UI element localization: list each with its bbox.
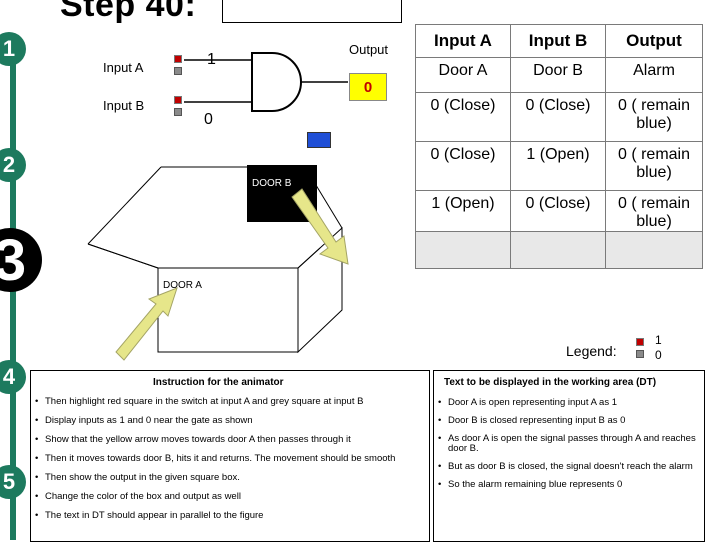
- table-row: 0 (Close) 0 (Close) 0 ( remain blue): [415, 92, 703, 142]
- list-item: The text in DT should appear in parallel…: [35, 511, 427, 522]
- output-box[interactable]: 0: [349, 73, 387, 101]
- switch-red-square: [174, 55, 182, 63]
- table-row: 0 (Close) 1 (Open) 0 ( remain blue): [415, 141, 703, 191]
- table-cell: 0 ( remain blue): [605, 141, 703, 191]
- switch-grey-square: [636, 350, 644, 358]
- door-a-label: DOOR A: [163, 280, 202, 291]
- input-b-label: Input B: [103, 98, 145, 113]
- and-gate-diagram: [184, 52, 348, 112]
- step-1-marker: 1: [0, 32, 26, 66]
- table-cell: 1 (Open): [510, 141, 606, 191]
- list-item: Then highlight red square in the switch …: [35, 397, 427, 408]
- step-3-label: 3: [0, 227, 27, 293]
- list-item: Display inputs as 1 and 0 near the gate …: [35, 416, 427, 427]
- step-2-marker: 2: [0, 148, 26, 182]
- list-item: Door A is open representing input A as 1: [438, 398, 702, 409]
- table-cell: 0 (Close): [415, 92, 511, 142]
- step-3-marker: 3: [0, 227, 42, 293]
- table-cell: 0 (Close): [415, 141, 511, 191]
- arrow-to-door-a: [115, 287, 178, 361]
- arrow-to-door-b: [291, 188, 349, 265]
- legend-zero: 0: [655, 348, 662, 362]
- list-item: Show that the yellow arrow moves towards…: [35, 435, 427, 446]
- step-1-label: 1: [2, 36, 16, 61]
- working-area-panel: Text to be displayed in the working area…: [433, 370, 705, 542]
- animator-list: Then highlight red square in the switch …: [35, 397, 427, 522]
- legend-switch-icon: [636, 338, 644, 360]
- table-cell: [415, 231, 511, 269]
- list-item: But as door B is closed, the signal does…: [438, 462, 702, 473]
- table-cell: Door B: [510, 57, 606, 93]
- switch-grey-square: [174, 108, 182, 116]
- list-item: Then it moves towards door B, hits it an…: [35, 454, 427, 465]
- input-b-value: 0: [204, 111, 213, 128]
- switch-red-square: [174, 96, 182, 104]
- table-row: 1 (Open) 0 (Close) 0 ( remain blue): [415, 190, 703, 232]
- truth-table: Input A Input B Output Door A Door B Ala…: [415, 24, 703, 269]
- table-cell: 0 ( remain blue): [605, 92, 703, 142]
- table-cell: 1 (Open): [415, 190, 511, 232]
- list-item: Change the color of the box and output a…: [35, 492, 427, 503]
- animator-panel: Instruction for the animator Then highli…: [30, 370, 430, 542]
- table-row: [415, 231, 703, 269]
- table-cell: Door A: [415, 57, 511, 93]
- working-area-list: Door A is open representing input A as 1…: [438, 398, 702, 491]
- table-cell: 0 (Close): [510, 190, 606, 232]
- input-a-switch[interactable]: [174, 55, 182, 77]
- input-a-label: Input A: [103, 60, 144, 75]
- step-5-label: 5: [2, 469, 16, 494]
- table-cell: 0 ( remain blue): [605, 190, 703, 232]
- step-4-marker: 4: [0, 360, 26, 394]
- working-area-heading: Text to be displayed in the working area…: [444, 377, 657, 388]
- room-left-back-edge: [87, 166, 162, 245]
- output-value: 0: [363, 78, 373, 96]
- room-top-left-edge: [87, 243, 159, 269]
- legend-one: 1: [655, 333, 662, 347]
- table-cell: Alarm: [605, 57, 703, 93]
- table-header-row: Input A Input B Output: [415, 24, 703, 58]
- table-cell: [510, 231, 606, 269]
- room-diagram: [87, 165, 349, 361]
- input-b-switch[interactable]: [174, 96, 182, 118]
- switch-grey-square: [174, 67, 182, 75]
- step-4-label: 4: [2, 364, 16, 389]
- list-item: As door A is open the signal passes thro…: [438, 434, 702, 454]
- and-gate-icon: [251, 52, 302, 112]
- list-item: So the alarm remaining blue represents 0: [438, 480, 702, 491]
- step-5-marker: 5: [0, 465, 26, 499]
- animator-heading: Instruction for the animator: [153, 377, 284, 388]
- step-2-label: 2: [2, 152, 16, 177]
- table-cell: 0 (Close): [510, 92, 606, 142]
- list-item: Then show the output in the given square…: [35, 473, 427, 484]
- output-label: Output: [349, 42, 389, 57]
- title-box: [222, 0, 402, 23]
- table-header-cell: Input B: [510, 24, 606, 58]
- legend-label: Legend:: [566, 343, 617, 359]
- switch-red-square: [636, 338, 644, 346]
- table-header-cell: Output: [605, 24, 703, 58]
- door-b-label: DOOR B: [252, 178, 292, 189]
- table-header-cell: Input A: [415, 24, 511, 58]
- table-row: Door A Door B Alarm: [415, 57, 703, 93]
- list-item: Door B is closed representing input B as…: [438, 416, 702, 427]
- alarm-blue-square: [307, 132, 331, 148]
- room-top-right-edge: [297, 247, 321, 269]
- table-cell: [605, 231, 703, 269]
- page-title: Step 40:: [60, 0, 197, 24]
